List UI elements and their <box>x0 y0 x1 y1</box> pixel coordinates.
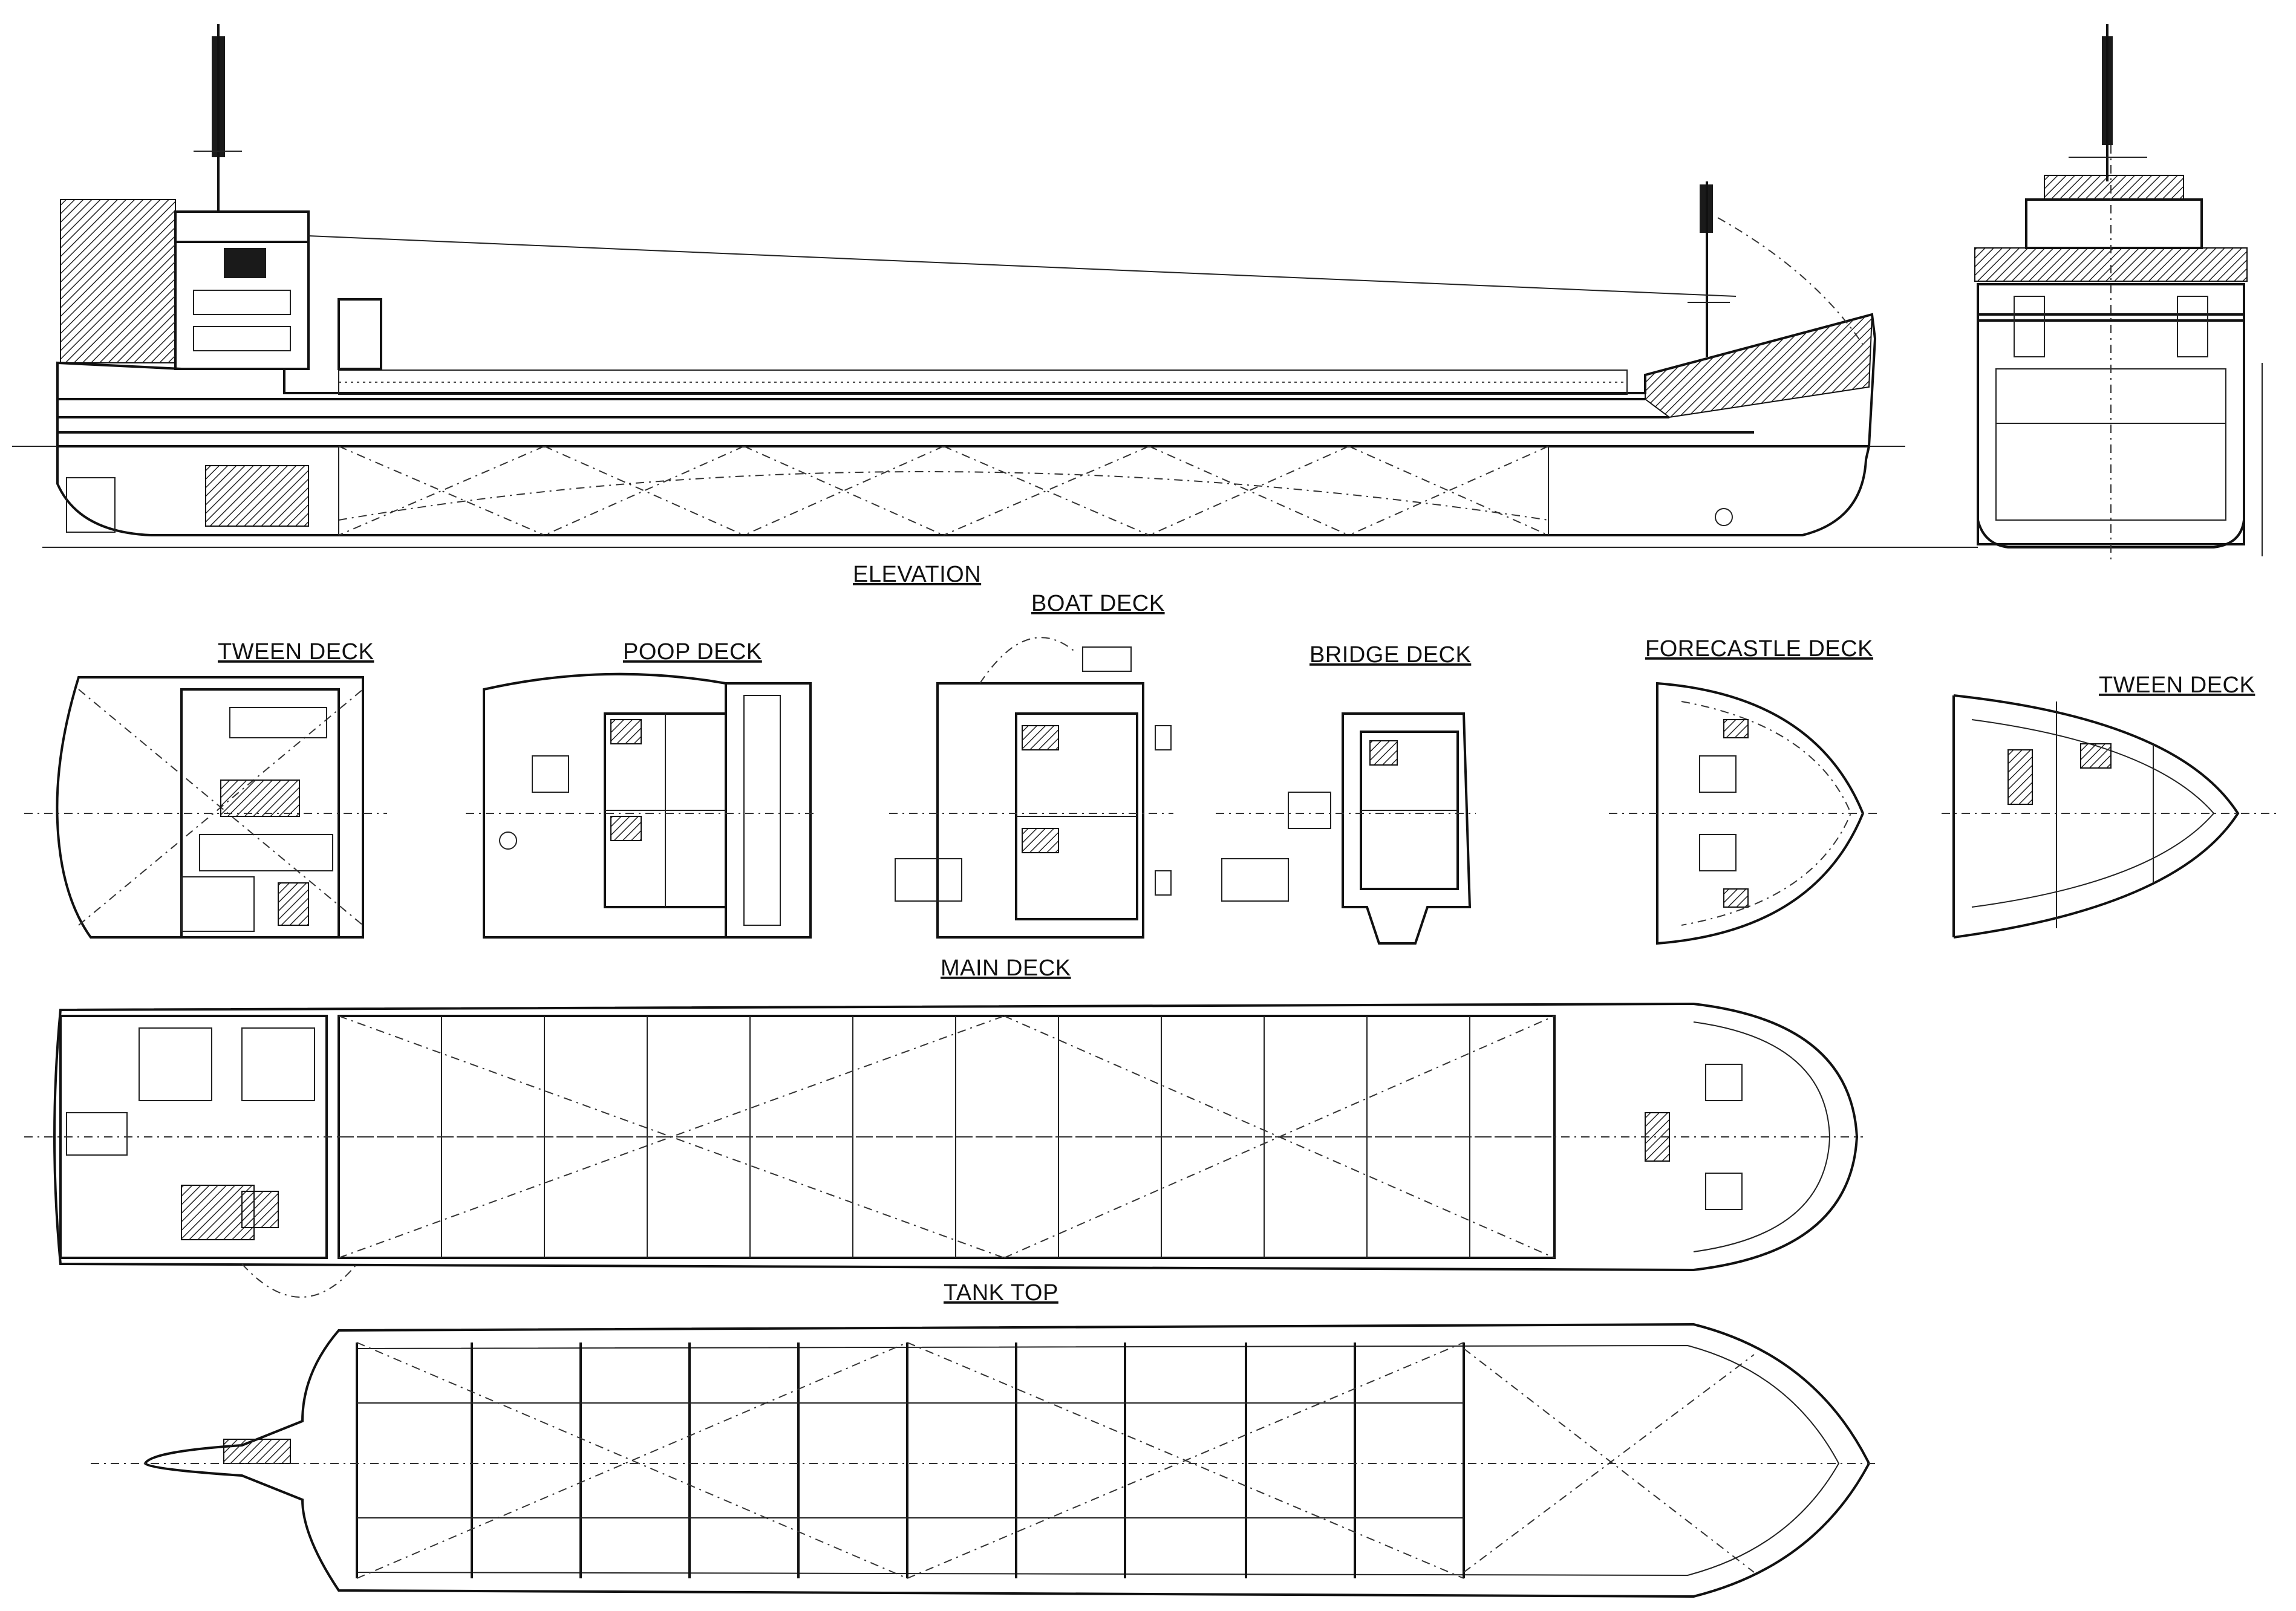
main-deck-label: MAIN DECK <box>941 955 1071 981</box>
elevation-label: ELEVATION <box>853 562 981 587</box>
poop-deck-label: POOP DECK <box>623 639 762 665</box>
tween-deck-aft-plan <box>24 676 387 939</box>
tank-top-plan <box>91 1323 1875 1598</box>
forecastle-deck-plan <box>1609 682 1881 945</box>
tank-top-label: TANK TOP <box>944 1280 1058 1306</box>
boat-deck-plan <box>889 637 1173 939</box>
midship-section-view <box>1974 24 2263 562</box>
tank-frames <box>356 1342 1465 1578</box>
tween-deck-fwd-label: TWEEN DECK <box>2099 672 2255 698</box>
aft-mast <box>194 24 242 212</box>
superstructure <box>60 199 382 370</box>
forecastle-deck-label: FORECASTLE DECK <box>1645 636 1873 662</box>
tween-deck-aft-label: TWEEN DECK <box>218 639 374 665</box>
hatch-coaming-railing <box>338 369 1628 395</box>
cargo-hold-bulkheads <box>338 446 1549 536</box>
elevation-view <box>12 24 1978 548</box>
tween-deck-fwd-plan <box>1942 694 2280 939</box>
boat-deck-label: BOAT DECK <box>1031 591 1165 616</box>
main-deck-plan <box>24 1002 1863 1298</box>
bridge-deck-plan <box>1216 712 1476 945</box>
fore-mast <box>1688 181 1730 357</box>
bridge-deck-label: BRIDGE DECK <box>1309 642 1471 668</box>
poop-deck-plan <box>466 672 814 939</box>
